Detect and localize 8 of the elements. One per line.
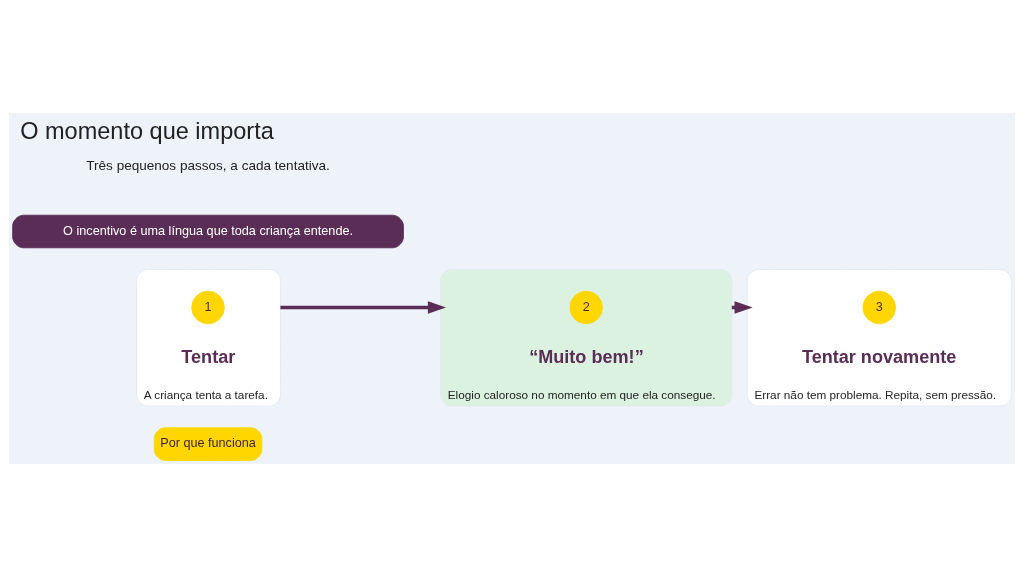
node-circle: 3: [862, 290, 897, 324]
node-circle: 1: [191, 290, 225, 324]
label: Três pequenos passos, a cada tentativa.: [86, 157, 330, 173]
diagram-title: O momento que importa: [20, 117, 274, 144]
node-box: Por que funciona: [153, 426, 263, 461]
arrow: [280, 300, 446, 314]
node-box: O incentivo é uma língua que toda criança entende.: [12, 214, 404, 248]
node-circle: 2: [569, 290, 603, 324]
